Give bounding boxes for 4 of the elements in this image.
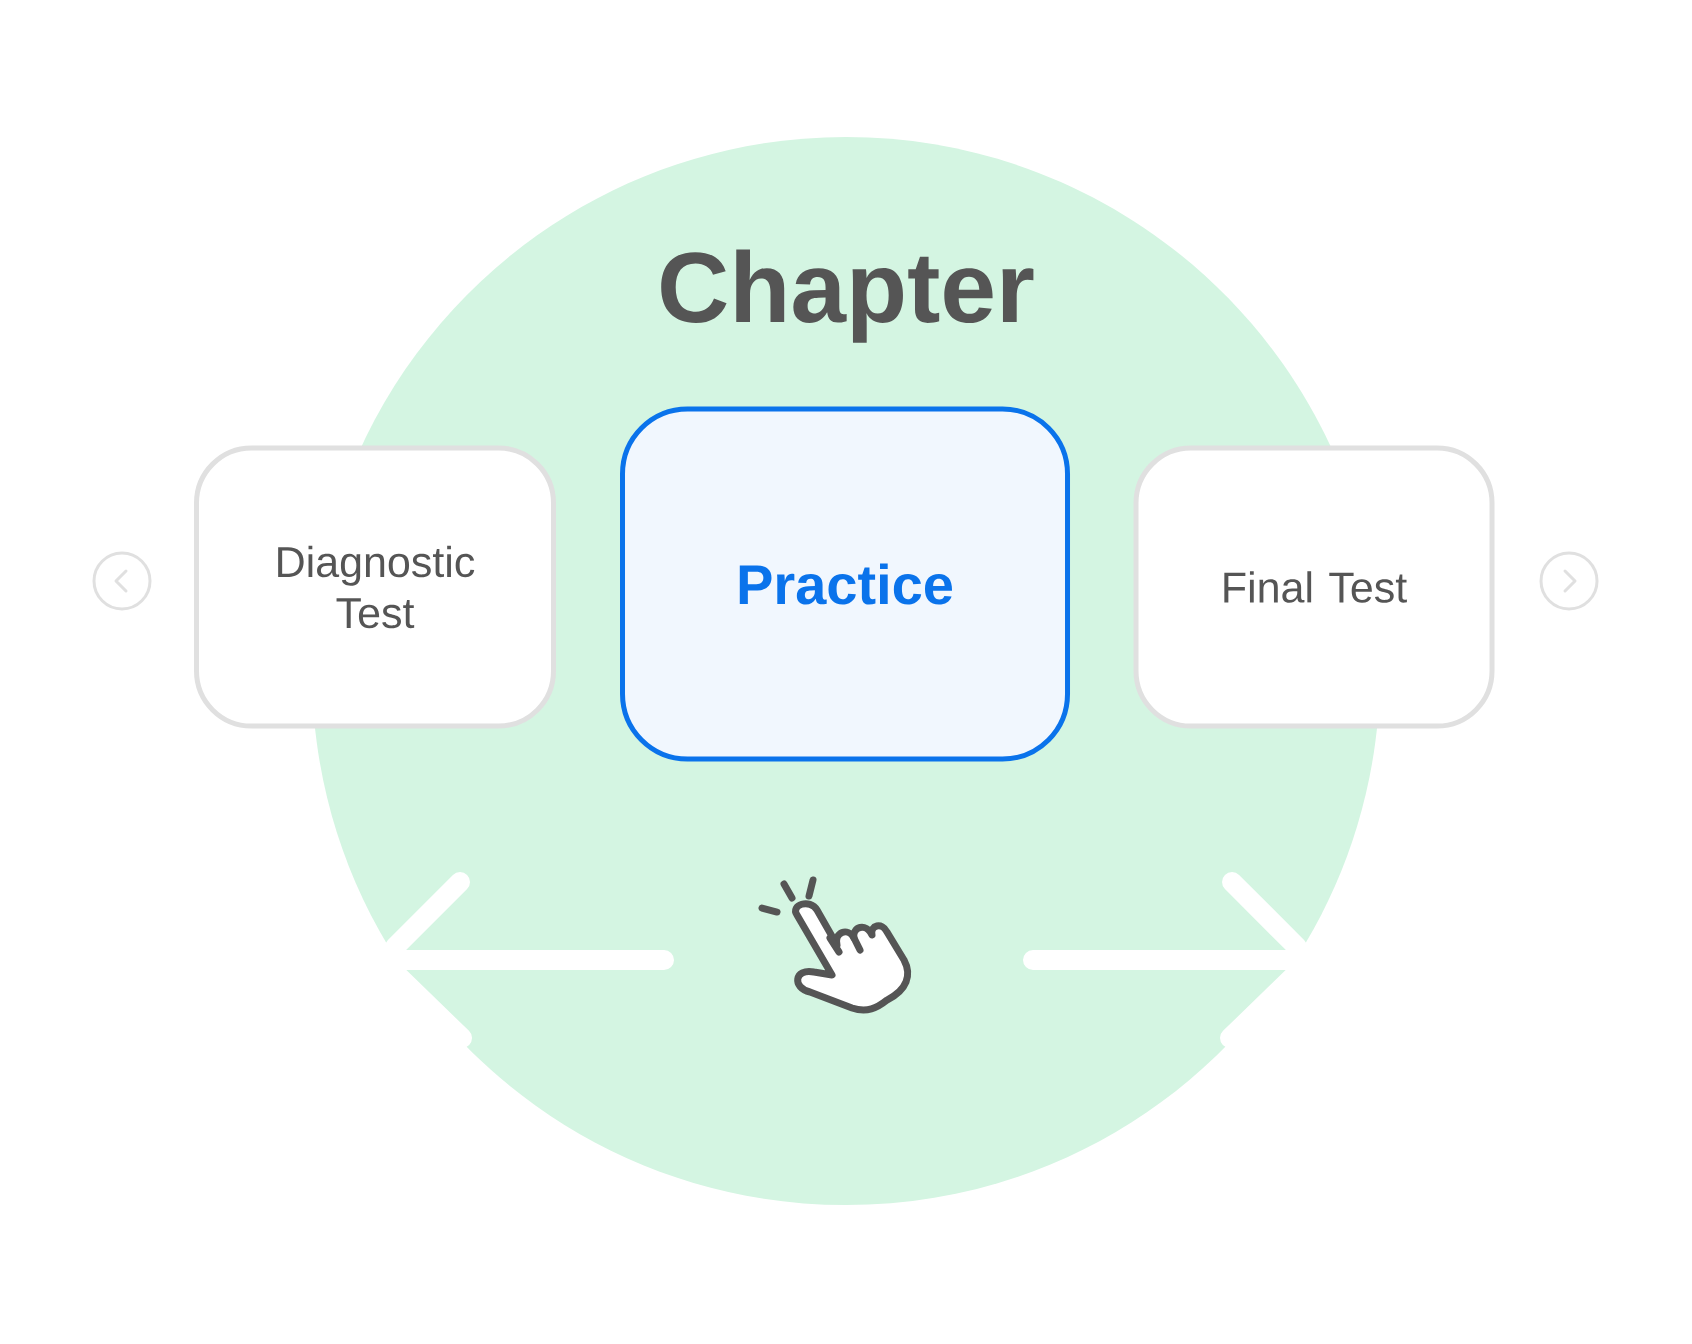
chapter-title: Chapter <box>661 249 1034 343</box>
step-card: Final Test <box>1133 445 1495 729</box>
step-card: Diagnostic Test <box>194 445 556 729</box>
step-card: Practice <box>620 406 1070 762</box>
